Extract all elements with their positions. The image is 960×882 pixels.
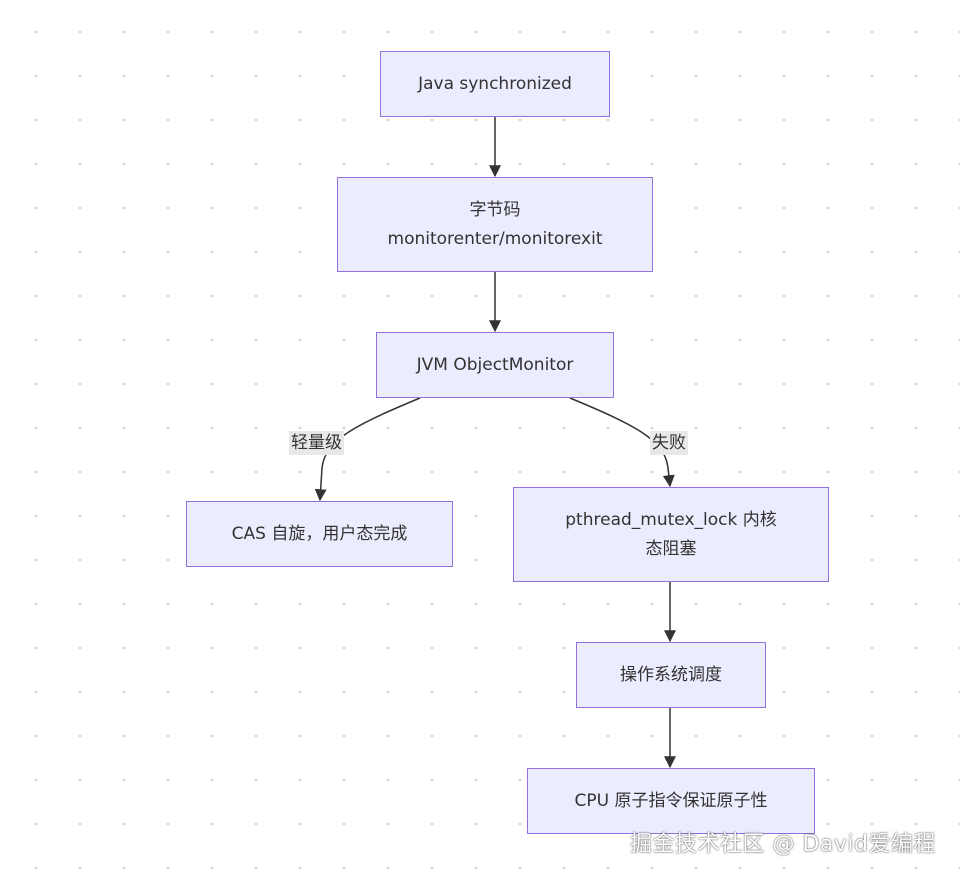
node-java-synchronized-label: Java synchronized: [418, 73, 572, 94]
node-bytecode-label-line2: monitorenter/monitorexit: [387, 228, 603, 249]
node-bytecode: 字节码 monitorenter/monitorexit: [337, 177, 653, 272]
node-mutex-lock: pthread_mutex_lock 内核 态阻塞: [513, 487, 829, 582]
node-cas-spin: CAS 自旋，用户态完成: [186, 501, 453, 567]
node-object-monitor: JVM ObjectMonitor: [376, 332, 614, 398]
edge-monitor-to-cas: [314, 397, 421, 502]
node-cas-spin-label: CAS 自旋，用户态完成: [231, 523, 408, 544]
node-object-monitor-label: JVM ObjectMonitor: [416, 354, 574, 375]
node-cpu-atomic: CPU 原子指令保证原子性: [527, 768, 815, 834]
node-os-scheduling-label: 操作系统调度: [620, 664, 722, 685]
node-java-synchronized: Java synchronized: [380, 51, 610, 117]
node-mutex-lock-label-line2: 态阻塞: [645, 538, 697, 559]
node-mutex-lock-label-line1: pthread_mutex_lock 内核: [565, 509, 777, 530]
node-cpu-atomic-label: CPU 原子指令保证原子性: [574, 790, 768, 811]
edge-monitor-to-mutex: [569, 397, 675, 488]
edge-label-failure: 失败: [650, 431, 688, 455]
node-bytecode-label-line1: 字节码: [469, 199, 521, 220]
watermark: 掘金技术社区 @ David爱编程: [629, 832, 936, 857]
edge-label-lightweight: 轻量级: [289, 431, 344, 455]
node-os-scheduling: 操作系统调度: [576, 642, 766, 708]
